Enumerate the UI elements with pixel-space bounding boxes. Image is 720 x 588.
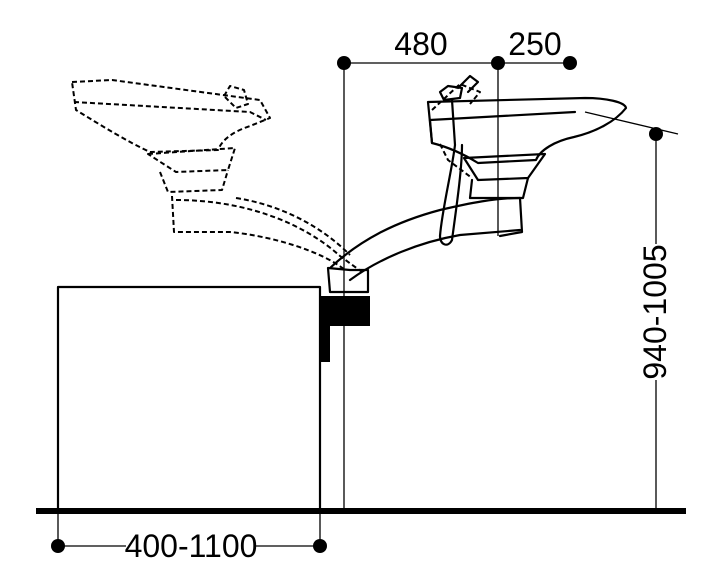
dimension-label-offset: 480 (394, 26, 447, 62)
dimension-dot (337, 56, 351, 70)
dimension-label-bowl-extent: 250 (508, 26, 561, 62)
cabinet (56, 285, 322, 513)
basin-main (426, 74, 628, 246)
height-leader-line (584, 111, 679, 135)
label-mask (638, 244, 674, 380)
dimension-dot (491, 56, 505, 70)
label-mask (126, 528, 256, 564)
dimension-label-height-range: 940-1005 (637, 244, 673, 379)
wall-bracket (319, 296, 370, 362)
dimension-dot (51, 539, 65, 553)
swing-arm (326, 196, 524, 294)
basin-alternate-position (71, 79, 363, 273)
basin-ghost-outline (431, 83, 481, 179)
dimension-label-depth-range: 400-1100 (125, 528, 258, 564)
dimension-dot (313, 539, 327, 553)
dimension-dot (649, 127, 663, 141)
dimension-dot (563, 56, 577, 70)
